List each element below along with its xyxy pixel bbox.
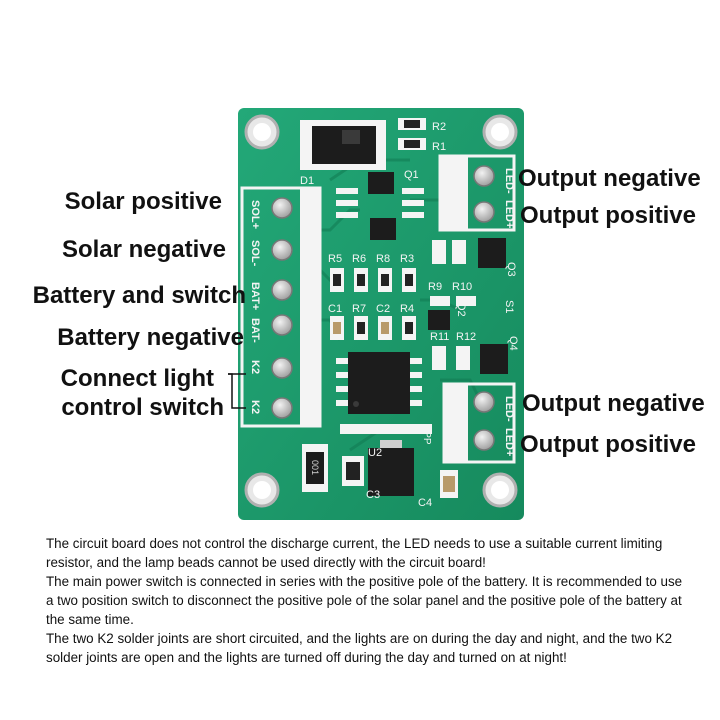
regulator-u2: UPP U2 (340, 424, 432, 496)
svg-text:U2: U2 (368, 447, 382, 459)
description-para-1: The circuit board does not control the d… (46, 536, 663, 570)
description-para-2: The main power switch is connected in se… (46, 574, 683, 627)
svg-text:LED+: LED+ (503, 428, 515, 456)
svg-text:R12: R12 (456, 331, 476, 343)
pin-label-sol-plus: SOL+ (249, 200, 261, 229)
svg-text:D1: D1 (300, 175, 314, 187)
resistors-r9-r10: R9 R10 Q2 S1 (428, 281, 515, 330)
label-output-positive-bottom: Output positive (520, 431, 696, 458)
svg-text:R1: R1 (432, 141, 446, 153)
smd-001-chip: 001 (302, 444, 328, 492)
input-pads (271, 197, 293, 419)
mounting-holes (244, 114, 518, 508)
pin-label-sol-minus: SOL- (249, 240, 261, 267)
svg-text:C2: C2 (376, 303, 390, 315)
svg-text:S1: S1 (503, 300, 515, 313)
svg-text:R11: R11 (430, 331, 449, 343)
svg-text:001: 001 (310, 460, 320, 475)
svg-text:R5: R5 (328, 253, 342, 265)
description-para-3: The two K2 solder joints are short circu… (46, 631, 673, 665)
label-battery-negative: Battery negative (57, 324, 244, 351)
description-text: The circuit board does not control the d… (46, 534, 686, 667)
svg-text:R4: R4 (400, 303, 414, 315)
label-output-negative-bottom: Output negative (522, 390, 705, 417)
svg-text:R9: R9 (428, 281, 442, 293)
svg-text:R2: R2 (432, 121, 446, 133)
pin-label-bat-plus: BAT+ (249, 282, 261, 310)
transistor-q1: Q1 (368, 169, 419, 240)
label-control-switch: control switch (61, 394, 224, 421)
k2-bracket (228, 373, 246, 409)
resistor-row-top: R5 R6 R8 R3 (328, 253, 414, 265)
svg-text:R10: R10 (452, 281, 472, 293)
output-block-top: LED- LED+ (438, 154, 516, 232)
label-connect-light: Connect light (60, 365, 214, 392)
svg-text:R8: R8 (376, 253, 390, 265)
resistors-r11-r12: R11 R12 Q4 (430, 331, 519, 374)
svg-text:Q3: Q3 (505, 262, 517, 277)
svg-text:Q2: Q2 (455, 302, 467, 317)
main-ic (336, 352, 422, 414)
resistor-row-mid: C1 R7 C2 R4 (328, 303, 414, 315)
label-solar-positive: Solar positive (64, 188, 222, 215)
svg-text:R3: R3 (400, 253, 414, 265)
pin-label-k2-a: K2 (249, 360, 261, 374)
svg-text:Q1: Q1 (404, 169, 419, 181)
svg-text:C1: C1 (328, 303, 342, 315)
pin-label-bat-minus: BAT- (249, 318, 261, 343)
svg-text:C3: C3 (366, 489, 380, 501)
svg-text:R6: R6 (352, 253, 366, 265)
pin-label-k2-b: K2 (249, 400, 261, 414)
label-battery-and-switch: Battery and switch (32, 282, 246, 309)
smd-pad-column (336, 188, 424, 218)
capacitor-c3: C3 (342, 456, 380, 501)
svg-text:UPP: UPP (421, 424, 432, 445)
svg-text:LED-: LED- (503, 396, 515, 422)
transistor-q3: Q3 (432, 238, 517, 277)
label-solar-negative: Solar negative (61, 236, 226, 263)
svg-text:Q4: Q4 (507, 336, 519, 351)
diode-d1: D1 (300, 120, 386, 187)
output-block-bottom: LED- LED+ (442, 382, 516, 464)
svg-text:LED-: LED- (503, 168, 515, 194)
svg-text:R7: R7 (352, 303, 366, 315)
label-output-positive-top: Output positive (520, 202, 696, 229)
capacitor-c4: C4 (418, 470, 458, 509)
resistors-r1-r2: R2 R1 (398, 118, 446, 153)
label-output-negative-top: Output negative (518, 165, 701, 192)
svg-text:C4: C4 (418, 497, 432, 509)
svg-text:LED+: LED+ (503, 200, 515, 228)
